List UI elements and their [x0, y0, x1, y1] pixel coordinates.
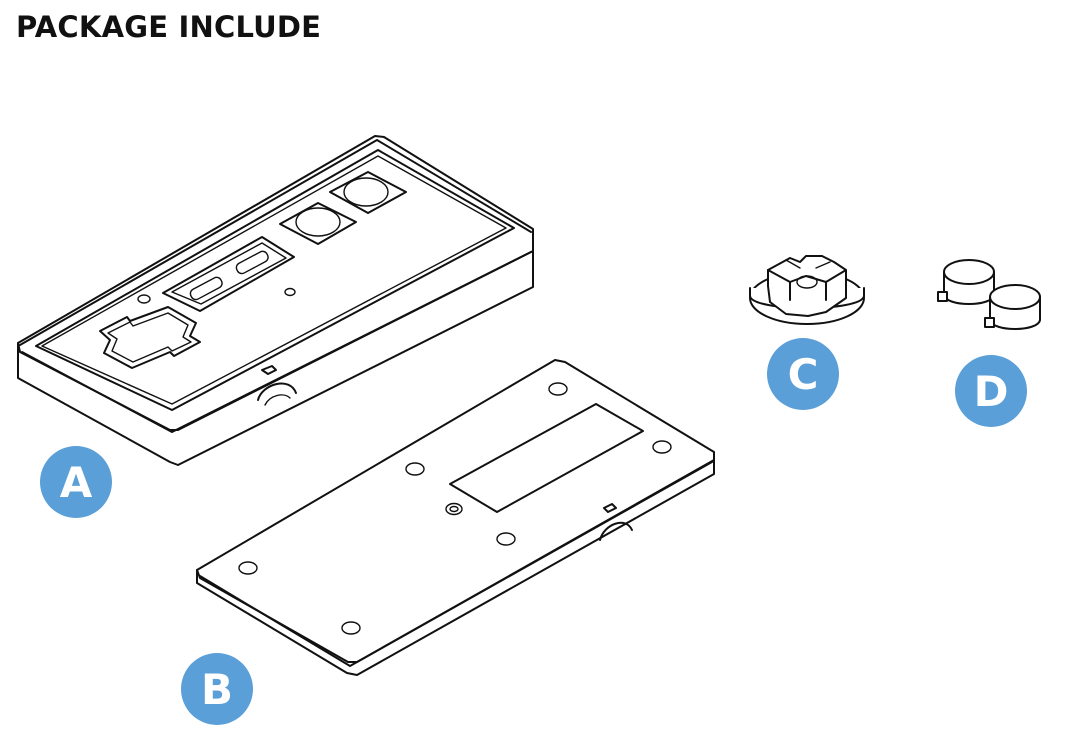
- page-title: PACKAGE INCLUDE: [16, 10, 322, 44]
- badge-c: C: [767, 338, 839, 410]
- badge-a: A: [40, 446, 112, 518]
- top-shell-part: [17, 135, 534, 466]
- badge-b-label: B: [201, 665, 233, 714]
- badge-d: D: [955, 355, 1027, 427]
- badge-b: B: [181, 653, 253, 725]
- badge-c-label: C: [788, 350, 819, 399]
- badge-a-label: A: [60, 458, 93, 507]
- bottom-shell-part: [196, 359, 715, 676]
- badge-d-label: D: [974, 367, 1009, 416]
- ab-buttons-part: [937, 259, 1041, 330]
- dpad-button-part: [749, 255, 865, 325]
